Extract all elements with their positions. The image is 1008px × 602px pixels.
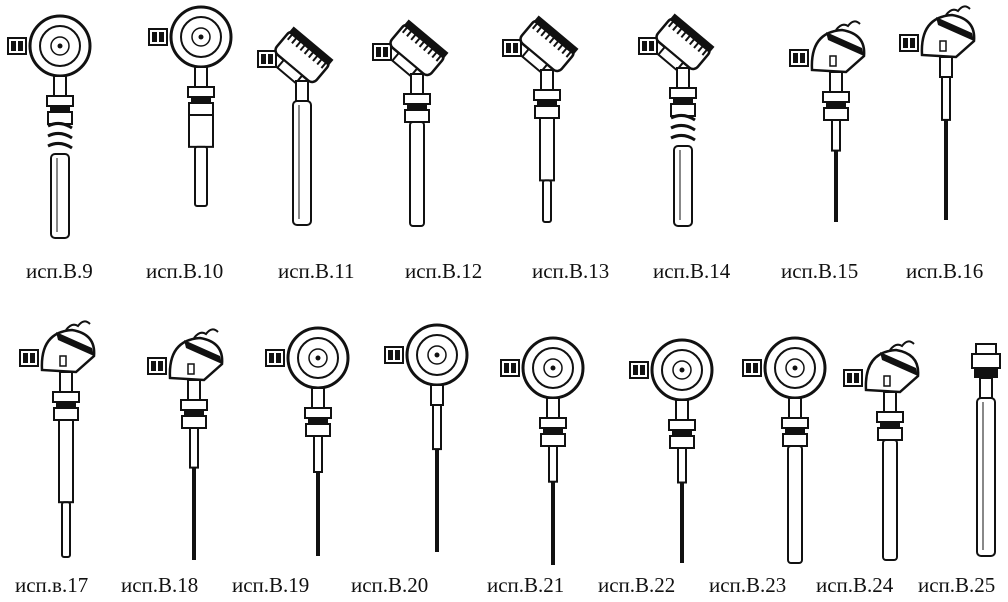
sensor-row2-8 <box>971 343 1001 557</box>
label-v25: исп.В.25 <box>918 573 996 597</box>
label-v15: исп.В.15 <box>781 259 859 283</box>
sensor-row1-4 <box>502 15 579 223</box>
label-v19: исп.В.19 <box>232 573 310 597</box>
label-v13: исп.В.13 <box>532 259 610 283</box>
label-v9: исп.В.9 <box>26 259 93 283</box>
label-v20: исп.В.20 <box>351 573 429 597</box>
sensor-row1-1 <box>148 5 233 208</box>
label-v21: исп.В.21 <box>487 573 565 597</box>
sensor-row2-0 <box>19 320 96 559</box>
sensor-row2-3 <box>384 323 469 552</box>
sensor-row2-5 <box>629 338 714 563</box>
sensor-row1-5 <box>638 13 715 227</box>
sensor-row1-0 <box>7 14 92 239</box>
label-v14: исп.В.14 <box>653 259 731 283</box>
label-v17: исп.в.17 <box>15 573 89 597</box>
sensor-row1-2 <box>257 26 334 226</box>
sensor-row1-6 <box>789 20 866 222</box>
label-v22: исп.В.22 <box>598 573 676 597</box>
sensor-row2-4 <box>500 336 585 565</box>
sensor-row1-7 <box>899 5 976 220</box>
label-v23: исп.В.23 <box>709 573 787 597</box>
label-v18: исп.В.18 <box>121 573 199 597</box>
sensor-row2-1 <box>147 328 224 560</box>
label-v10: исп.В.10 <box>146 259 224 283</box>
label-v16: исп.В.16 <box>906 259 984 283</box>
sensor-row2-7 <box>843 340 920 561</box>
label-v11: исп.В.11 <box>278 259 355 283</box>
sensor-row1-3 <box>372 19 449 227</box>
label-v12: исп.В.12 <box>405 259 483 283</box>
sensor-row2-2 <box>265 326 350 556</box>
label-v24: исп.В.24 <box>816 573 894 597</box>
sensor-row2-6 <box>742 336 827 564</box>
